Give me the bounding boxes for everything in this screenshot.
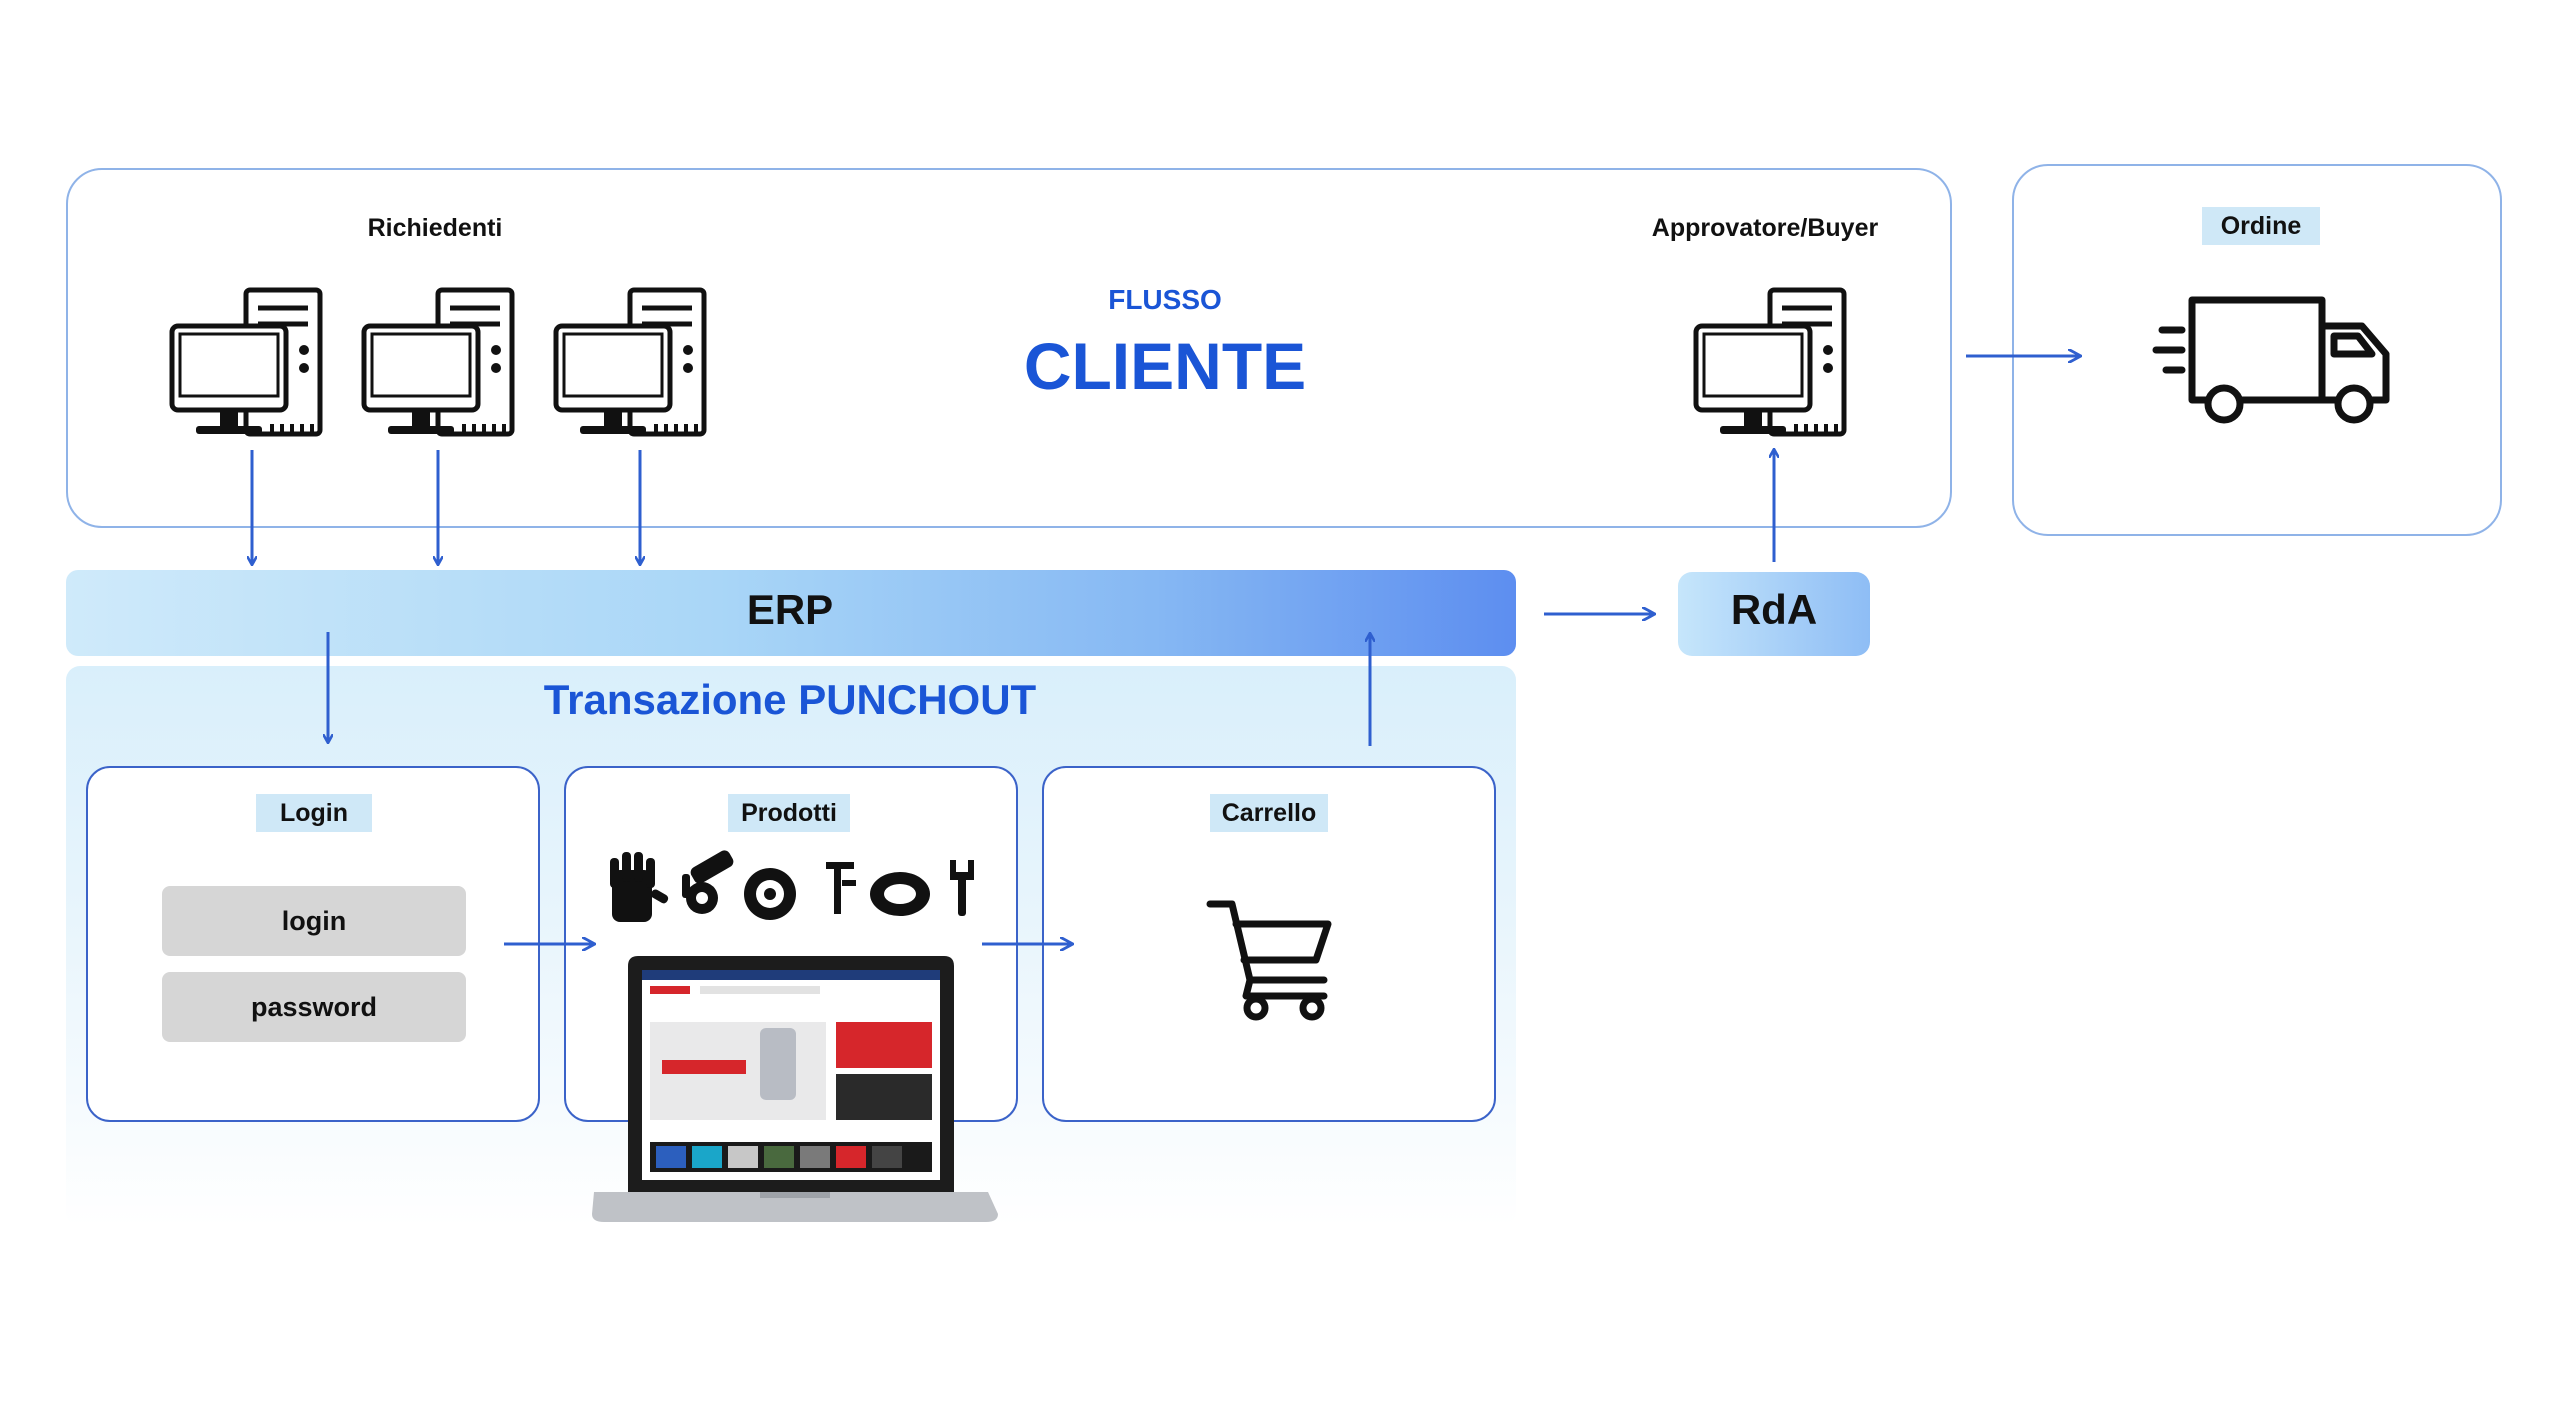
caliper-icon — [826, 862, 856, 914]
saw-blade-icon — [744, 868, 796, 920]
erp-bar — [66, 570, 1516, 656]
approvatore-label: Approvatore/Buyer — [1651, 214, 1879, 242]
flusso-label: FLUSSO — [1108, 284, 1222, 315]
richiedenti-label: Richiedenti — [367, 214, 503, 242]
rda-label: RdA — [1730, 586, 1818, 633]
grinder-icon — [682, 850, 734, 914]
requester-computer-1-icon — [172, 290, 320, 434]
prodotti-tag: Prodotti — [728, 794, 850, 832]
erp-label: ERP — [746, 586, 834, 633]
delivery-truck-icon — [2152, 296, 2390, 424]
login-tag: Login — [256, 794, 372, 832]
laptop-icon — [592, 956, 998, 1222]
ordine-tag: Ordine — [2202, 207, 2320, 245]
mask-icon — [870, 872, 930, 916]
carrello-tag: Carrello — [1210, 794, 1328, 832]
product-icons — [610, 850, 974, 922]
shopping-cart-icon — [1206, 900, 1332, 1021]
glove-icon — [610, 852, 669, 922]
login-field[interactable]: login — [162, 886, 466, 956]
requester-computer-3-icon — [556, 290, 704, 434]
flow-arrows — [252, 356, 2080, 944]
approver-computer-icon — [1696, 290, 1844, 434]
rda-box — [1678, 572, 1870, 656]
wrench-icon — [950, 860, 974, 916]
punchout-title: Transazione PUNCHOUT — [543, 676, 1037, 723]
password-field[interactable]: password — [162, 972, 466, 1042]
requester-computer-2-icon — [364, 290, 512, 434]
cliente-label: CLIENTE — [1023, 329, 1307, 403]
